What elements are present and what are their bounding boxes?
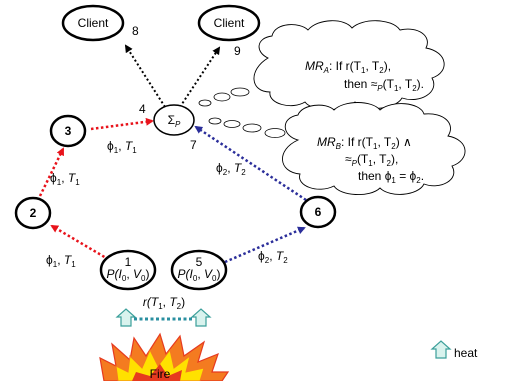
node-client-8: Client 8 bbox=[61, 4, 139, 42]
sigma-subscript: P bbox=[175, 120, 181, 129]
relation-label: r(T1, T2) bbox=[143, 295, 185, 311]
node-client-9-number: 9 bbox=[234, 44, 241, 58]
sigma-symbol: Σ bbox=[168, 113, 175, 127]
heat-arrow-left-icon bbox=[115, 308, 137, 327]
node-2-label: 2 bbox=[30, 206, 37, 220]
edge-2-to-3 bbox=[38, 147, 65, 197]
edge-label-2-3: ϕ1, T1 bbox=[50, 171, 80, 187]
cloud-b-line-2: ≈P(T1, T2), bbox=[345, 152, 398, 168]
svg-text:P(I0, V0): P(I0, V0) bbox=[107, 267, 150, 283]
edge-sigma-to-client9 bbox=[179, 46, 221, 108]
edges bbox=[38, 44, 307, 264]
cloud-b-line-3: then ϕ1 = ϕ2. bbox=[358, 169, 424, 185]
edge-label-5-6: ϕ2, T2 bbox=[258, 249, 288, 265]
node-3-label: 3 bbox=[65, 124, 72, 138]
cloud-a-line-2: then ≈P(T1, T2). bbox=[344, 77, 424, 93]
node-client-8-number: 8 bbox=[132, 24, 139, 38]
node-p1-number: 1 bbox=[125, 255, 132, 269]
thought-bubble-tail-b bbox=[208, 117, 286, 138]
edge-label-3-sigma: ϕ1, T1 bbox=[107, 139, 137, 155]
edge-label-6-sigma: ϕ2, T2 bbox=[216, 161, 246, 177]
node-client-9-label: Client bbox=[214, 16, 245, 30]
edge-3-to-sigma bbox=[90, 117, 154, 131]
edge-sigma-to-client8 bbox=[124, 44, 166, 108]
heat-arrow-right-icon bbox=[190, 308, 212, 327]
fire-explosion-icon bbox=[99, 332, 230, 381]
cloud-a-line-1: MRA: If r(T1, T2), bbox=[305, 59, 391, 75]
node-6-label: 6 bbox=[315, 205, 322, 219]
node-6: 6 bbox=[299, 195, 337, 229]
svg-text:P(I0, V0): P(I0, V0) bbox=[178, 267, 221, 283]
node-p5-number: 5 bbox=[196, 255, 203, 269]
node-sigma-number-7: 7 bbox=[190, 138, 197, 152]
edge-6-to-sigma bbox=[194, 125, 307, 202]
thought-cloud-a bbox=[253, 20, 445, 110]
node-p5: 5 P(I0, V0) bbox=[170, 249, 228, 291]
cloud-b-line-1: MRB: If r(T1, T2) ∧ bbox=[317, 135, 412, 151]
thought-bubble-tail-a bbox=[198, 87, 250, 107]
node-sigma-number-4: 4 bbox=[139, 102, 146, 116]
node-sigma: ΣP 4 7 bbox=[139, 102, 197, 152]
node-client-8-label: Client bbox=[78, 16, 109, 30]
node-3: 3 bbox=[49, 114, 87, 148]
node-p1: 1 P(I0, V0) bbox=[99, 249, 157, 291]
edge-label-1-2: ϕ1, T1 bbox=[46, 253, 76, 269]
node-2: 2 bbox=[14, 196, 52, 230]
legend-heat-arrow-icon bbox=[430, 340, 452, 359]
thought-cloud-b bbox=[282, 102, 466, 195]
fire-label: Fire bbox=[150, 367, 171, 381]
svg-text:ΣP: ΣP bbox=[168, 113, 181, 129]
edge-5-to-6 bbox=[224, 226, 306, 264]
node-client-9: Client 9 bbox=[197, 4, 261, 58]
edge-1-to-2 bbox=[50, 224, 114, 264]
legend-heat-label: heat bbox=[454, 346, 478, 360]
